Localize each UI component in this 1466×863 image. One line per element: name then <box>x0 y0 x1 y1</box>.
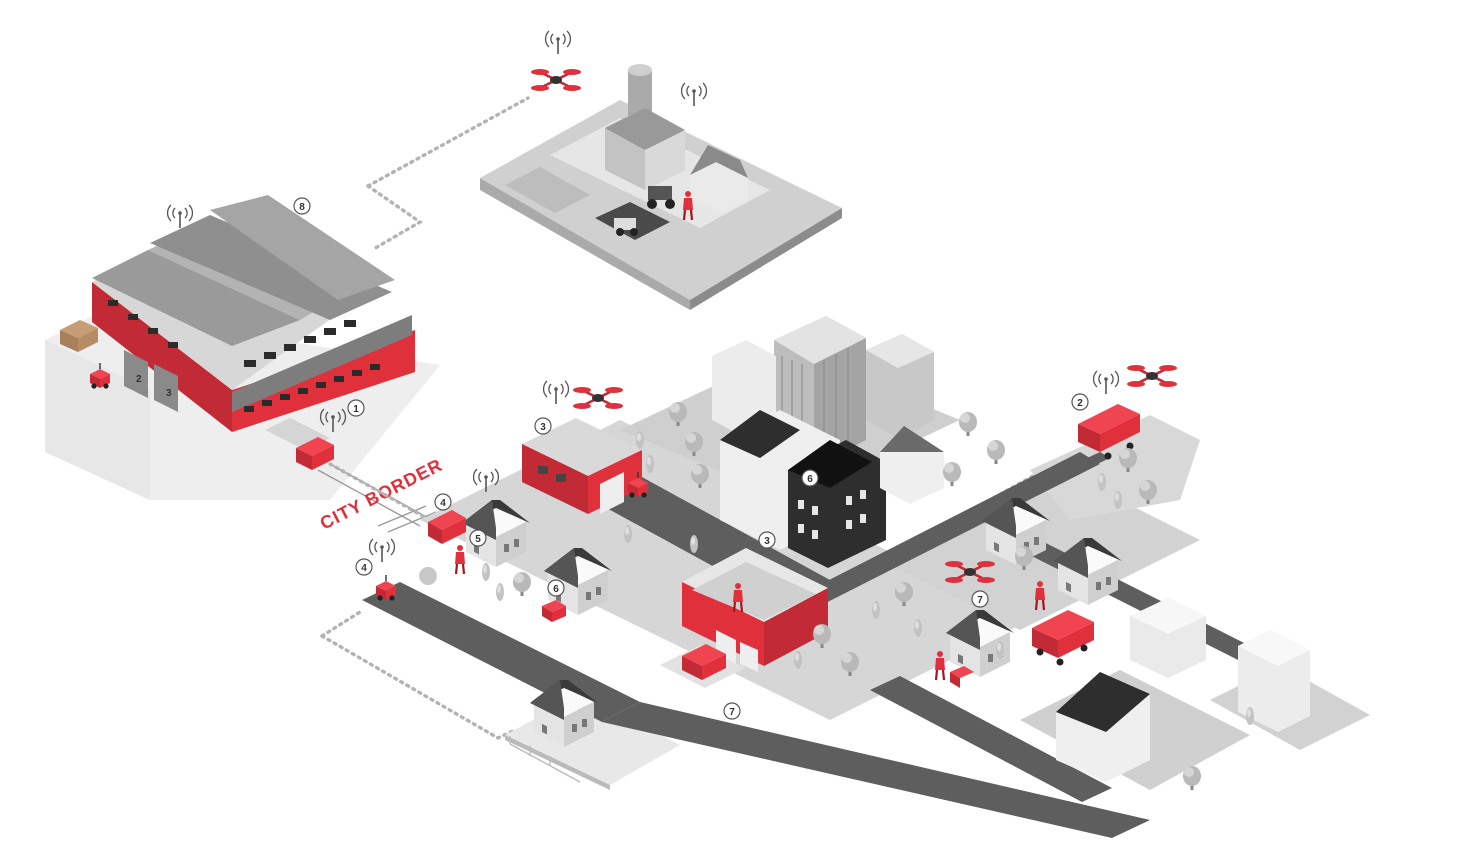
rail-container <box>428 468 500 544</box>
farm-drone <box>529 30 583 93</box>
svg-text:6: 6 <box>807 474 813 485</box>
svg-text:4: 4 <box>440 498 446 509</box>
truck <box>1078 363 1179 460</box>
mansion <box>720 410 944 568</box>
freight-cart-marker: 1 <box>347 399 365 417</box>
shop-marker: 3 <box>758 531 776 549</box>
svg-text:3: 3 <box>764 536 770 547</box>
svg-text:3: 3 <box>540 422 546 433</box>
house-courier-marker: 5 <box>469 529 487 547</box>
svg-text:2: 2 <box>136 374 142 385</box>
svg-text:8: 8 <box>299 202 305 213</box>
suburb-house <box>509 680 598 783</box>
robot-marker: 4 <box>355 558 373 576</box>
cart-marker: 7 <box>723 702 741 720</box>
svg-text:3: 3 <box>166 388 172 399</box>
svg-text:5: 5 <box>475 534 481 545</box>
street-drone <box>933 559 1047 688</box>
fire-station <box>522 380 649 514</box>
svg-text:1: 1 <box>353 404 359 415</box>
svg-text:7: 7 <box>977 595 983 606</box>
delivery-trailer <box>1032 610 1094 666</box>
houses-left <box>453 500 612 622</box>
mansion-marker: 6 <box>801 469 819 487</box>
warehouse: 2 3 <box>45 195 440 500</box>
svg-text:2: 2 <box>1077 398 1083 409</box>
shop-building <box>682 548 828 672</box>
warehouse-marker: 8 <box>293 197 311 215</box>
freight-cart <box>265 408 347 470</box>
rail-container-marker: 4 <box>434 493 452 511</box>
street-robot <box>368 538 437 602</box>
svg-text:4: 4 <box>361 563 367 574</box>
street-drone-marker: 7 <box>971 590 989 608</box>
house-parcel-marker: 6 <box>547 579 565 597</box>
houses-right <box>946 498 1310 782</box>
truck-marker: 2 <box>1071 393 1089 411</box>
parcel-cart <box>682 644 726 680</box>
svg-text:7: 7 <box>729 707 735 718</box>
fire-station-marker: 3 <box>534 417 552 435</box>
farm <box>480 64 842 310</box>
svg-text:6: 6 <box>553 584 559 595</box>
city-drone <box>571 385 625 411</box>
